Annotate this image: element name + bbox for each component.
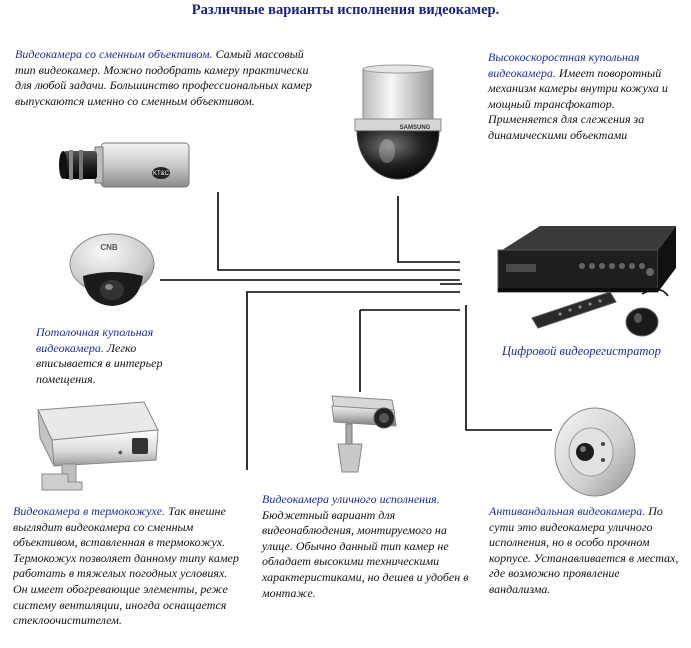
caption-dvr: Цифровой видеорегистратор bbox=[502, 344, 661, 358]
ceiling-dome-camera-icon: CNB bbox=[69, 233, 155, 306]
box-camera-icon: KT&C bbox=[59, 142, 190, 188]
lead-ceiling-dome: Потолочная купольная видеокамера. bbox=[36, 325, 154, 355]
text-speed-dome: Высокоскоростная купольная видеокамера. … bbox=[488, 50, 678, 144]
svg-text:◆: ◆ bbox=[118, 450, 123, 456]
speed-dome-camera-icon: SAMSUNG bbox=[354, 64, 442, 180]
body-thermal-housing: Так внешне выглядит видеокамера со сменн… bbox=[13, 504, 239, 628]
body-vandal: По сути это видеокамера уличного исполне… bbox=[489, 504, 679, 596]
body-interchangeable-lens: Самый массовый тип видеокамер. Можно под… bbox=[15, 47, 312, 108]
thermal-housing-camera-icon: ◆ bbox=[37, 401, 159, 491]
outdoor-camera-icon bbox=[331, 395, 397, 473]
text-interchangeable-lens: Видеокамера со сменным объективом. Самый… bbox=[15, 47, 315, 109]
lead-vandal: Антивандальная видеокамера. bbox=[489, 504, 646, 518]
box-camera-brand: KT&C bbox=[153, 171, 170, 177]
lead-outdoor: Видеокамера уличного исполнения. bbox=[262, 492, 440, 506]
ceiling-dome-brand: CNB bbox=[100, 243, 118, 252]
vandal-proof-camera-icon bbox=[554, 407, 636, 497]
body-speed-dome: Имеет поворотный механизм камеры внутри … bbox=[488, 65, 668, 142]
speed-dome-brand: SAMSUNG bbox=[400, 125, 431, 131]
lead-thermal-housing: Видеокамера в термокожухе. bbox=[13, 504, 166, 518]
wire-vandal bbox=[465, 305, 552, 431]
text-ceiling-dome: Потолочная купольная видеокамера. Легко … bbox=[36, 325, 184, 387]
body-ceiling-dome: Легко вписывается в интерьер помещения. bbox=[36, 340, 163, 386]
wire-box-camera bbox=[217, 192, 460, 271]
dvr-icon bbox=[497, 226, 676, 337]
body-outdoor: Бюджетный вариант для видеонаблюдения, м… bbox=[262, 507, 469, 600]
mouse-icon bbox=[625, 288, 669, 337]
page-title: Различные варианты исполнения видеокамер… bbox=[191, 2, 500, 18]
wire-thermal-housing bbox=[246, 291, 460, 470]
text-thermal-housing: Видеокамера в термокожухе. Так внешне вы… bbox=[13, 504, 243, 629]
wire-speed-dome bbox=[397, 196, 460, 263]
lead-speed-dome: Высокоскоростная купольная видеокамера. bbox=[488, 50, 640, 80]
remote-control-icon bbox=[531, 291, 617, 329]
text-vandal: Антивандальная видеокамера. По сути это … bbox=[489, 504, 684, 598]
text-outdoor: Видеокамера уличного исполнения. Бюджетн… bbox=[262, 492, 470, 601]
lead-interchangeable-lens: Видеокамера со сменным объективом. bbox=[15, 47, 213, 61]
